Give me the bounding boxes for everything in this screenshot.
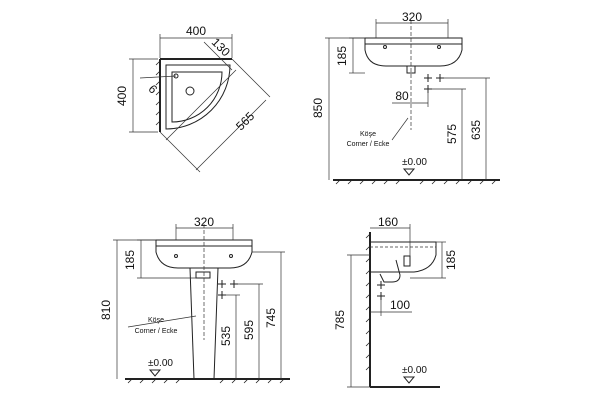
pedestal-label-tr: Köşe	[148, 317, 164, 324]
wall-front-level: ±0.00	[402, 157, 427, 168]
pedestal-fixing-left	[174, 254, 178, 258]
side-supply-markers	[377, 281, 385, 300]
dim-top-hole-line	[139, 75, 177, 79]
wall-front-view: 320 185 850 80 575 635 Köşe Corner / Eck…	[311, 10, 500, 185]
wall-front-label-en-de: Corner / Ecke	[347, 141, 390, 148]
top-view-wall-hatch	[155, 60, 161, 126]
dim-ped-supply2: 745	[264, 308, 278, 328]
top-view-drain	[185, 86, 195, 96]
top-view-bowl	[171, 71, 223, 123]
pedestal-waste	[195, 271, 211, 279]
pedestal-label-leader	[127, 315, 197, 328]
side-trap	[379, 259, 401, 283]
side-waste	[403, 255, 411, 267]
pedestal-supply-markers	[218, 280, 238, 299]
wall-front-level-symbol	[402, 168, 416, 176]
pedestal-level-symbol	[148, 369, 162, 377]
wall-front-basin	[364, 37, 463, 67]
dim-top-diagonal-line	[195, 99, 267, 171]
dim-top-hole: 6	[146, 82, 161, 97]
dim-top-depth: 400	[115, 86, 129, 106]
side-wall-hatch	[365, 233, 371, 371]
dim-wall-total: 850	[311, 98, 325, 118]
dim-side-depth: 160	[378, 215, 398, 229]
top-view-basin-outline	[165, 64, 231, 130]
wall-front-fixing-right	[437, 45, 441, 49]
dim-ped-waste: 535	[219, 326, 233, 346]
wall-front-label-tr: Köşe	[360, 131, 376, 138]
dim-side-total: 785	[333, 310, 347, 330]
side-level: ±0.00	[402, 365, 427, 376]
pedestal-floor-hatch	[127, 378, 285, 384]
wall-front-fixing-left	[383, 45, 387, 49]
dim-ped-width: 320	[194, 215, 214, 229]
wall-front-floor-hatch	[335, 179, 497, 185]
dim-ped-supply: 595	[242, 320, 256, 340]
dim-wall-waste: 80	[395, 89, 409, 103]
dim-side-height: 185	[444, 250, 458, 270]
dim-wall-width: 320	[402, 10, 422, 24]
pedestal-column	[189, 267, 219, 380]
dim-ped-total: 810	[99, 300, 113, 320]
dim-top-offset-line	[203, 41, 233, 71]
top-view: 400 400 130 6 565	[115, 24, 271, 173]
dim-wall-supply2: 635	[469, 120, 483, 140]
wall-front-supply-markers	[424, 74, 444, 93]
wall-front-label-leader	[391, 117, 409, 141]
dim-top-offset: 130	[209, 35, 233, 59]
side-view: 160 185 785 100 ±0.00	[333, 215, 458, 388]
side-basin	[370, 241, 437, 273]
side-level-symbol	[402, 376, 416, 384]
pedestal-fixing-right	[229, 254, 233, 258]
pedestal-basin	[155, 239, 253, 269]
dim-wall-height: 185	[335, 46, 349, 66]
dim-ped-height: 185	[123, 250, 137, 270]
pedestal-level: ±0.00	[148, 358, 173, 369]
pedestal-front-view: 320 185 810 535 595 745 Köşe Corner / Ec…	[99, 215, 290, 384]
dim-top-width: 400	[186, 24, 206, 38]
dim-side-trap: 100	[390, 298, 410, 312]
dim-wall-supply: 575	[445, 124, 459, 144]
pedestal-label-en-de: Corner / Ecke	[135, 328, 178, 335]
